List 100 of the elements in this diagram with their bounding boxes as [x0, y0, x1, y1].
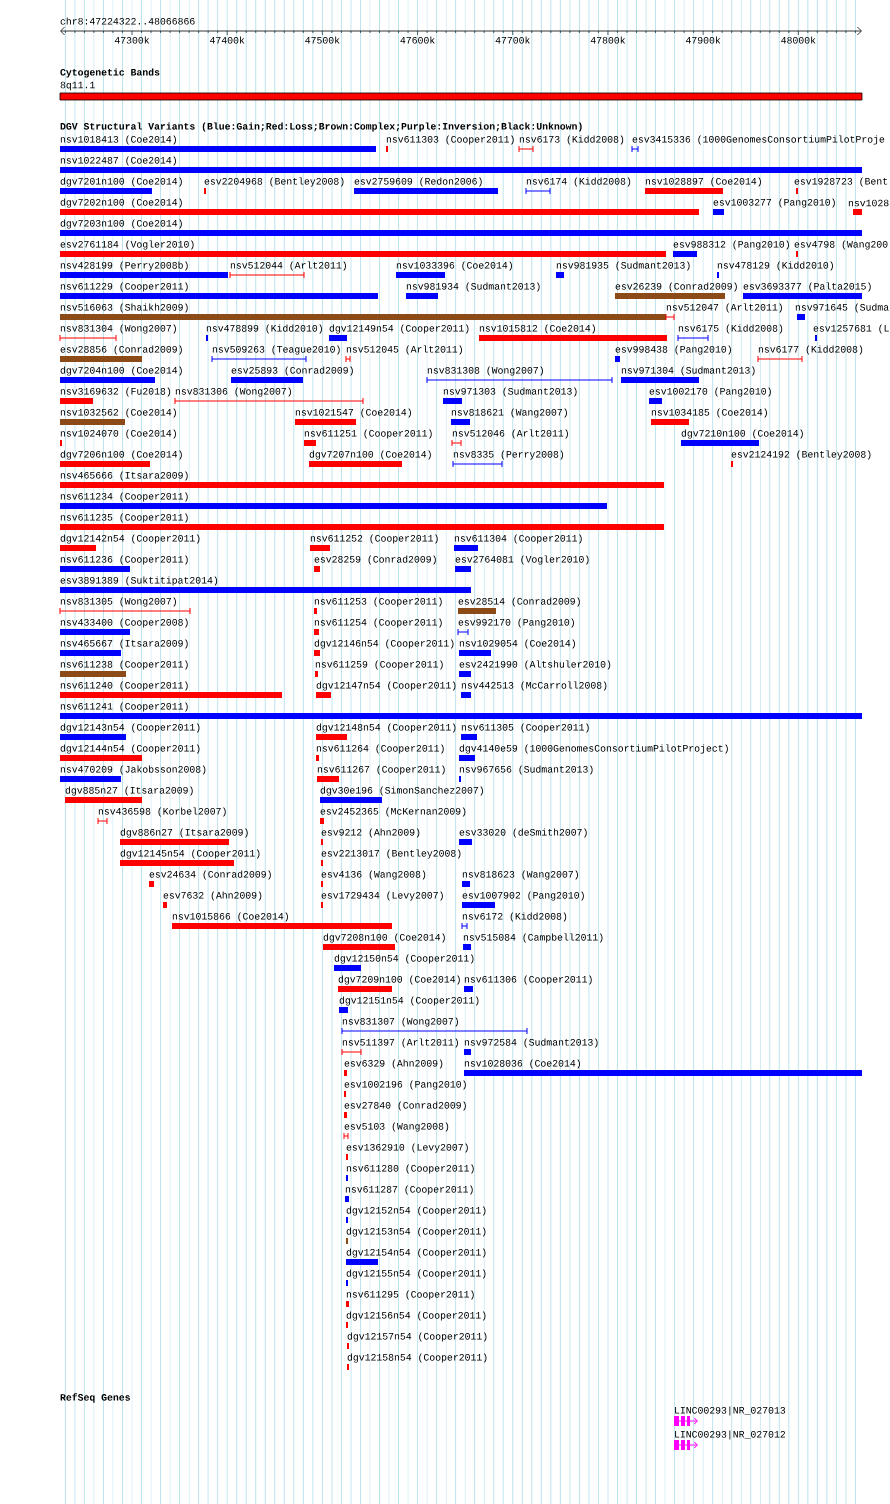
node-label: nsv1015812 (Coe2014) — [479, 324, 595, 334]
node-label: LINC00293|NR_027012 — [675, 1430, 786, 1440]
node-label: nsv967656 (Sudmant2013) — [459, 765, 593, 775]
variant-feature: esv2452365 (McKernan2009) — [320, 807, 466, 824]
node-label: nsv981934 (Sudmant2013) — [406, 282, 540, 292]
node-label: nsv1028036 (Coe2014) — [464, 1059, 580, 1069]
variant-feature: esv1928723 (Bent — [794, 177, 888, 194]
node-label: nsv470209 (Jakobsson2008) — [60, 765, 206, 775]
variant-feature: esv2213017 (Bentley2008) — [321, 849, 461, 866]
node-label: nsv516063 (Shaikh2009) — [60, 303, 188, 313]
node-label: esv1002196 (Pang2010) — [344, 1080, 466, 1090]
tick-label: 47600k — [400, 36, 435, 44]
variant-feature: nsv1029054 (Coe2014) — [459, 639, 575, 656]
variant-feature: esv5103 (Wang2008) — [343, 1122, 449, 1140]
node-label: esv1362910 (Levy2007) — [346, 1143, 468, 1153]
tick-label: 48000k — [781, 36, 816, 44]
variant-feature: nsv611252 (Cooper2011) — [310, 534, 438, 551]
node-label: esv33020 (deSmith2007) — [459, 828, 587, 838]
node-label: nsv1018413 (Coe2014) — [60, 135, 176, 145]
position-title: chr8:47224322..48066866 — [60, 17, 195, 25]
variant-feature: esv2204968 (Bentley2008) — [204, 177, 344, 194]
node-label: esv25893 (Conrad2009) — [231, 366, 353, 376]
variant-feature: dgv12146n54 (Cooper2011) — [314, 639, 454, 656]
variant-feature: nsv1028036 (Coe2014) — [464, 1059, 862, 1076]
node-label: esv1928723 (Bent — [794, 177, 888, 187]
node-label: nsv971303 (Sudmant2013) — [443, 387, 577, 397]
variant-feature: esv33020 (deSmith2007) — [459, 828, 587, 845]
node-label: dgv12154n54 (Cooper2011) — [346, 1248, 486, 1258]
variant-feature: dgv7202n100 (Coe2014) — [60, 198, 699, 215]
variant-feature: nsv611251 (Cooper2011) — [304, 429, 432, 446]
node-label: esv2421990 (Altshuler2010) — [459, 660, 611, 670]
variant-feature: nsv1018413 (Coe2014) — [60, 135, 376, 152]
variant-feature: nsv512044 (Arlt2011) — [229, 261, 346, 279]
node-label: dgv7210n100 (Coe2014) — [681, 429, 803, 439]
variant-feature: esv1007902 (Pang2010) — [462, 891, 584, 908]
variant-feature: nsv478899 (Kidd2010) — [206, 324, 322, 341]
node-label: esv3693377 (Palta2015) — [743, 282, 871, 292]
variant-feature: dgv12156n54 (Cooper2011) — [346, 1311, 486, 1328]
node-label: nsv611287 (Cooper2011) — [345, 1185, 473, 1195]
node-label: nsv611295 (Cooper2011) — [346, 1290, 474, 1300]
variant-feature: nsv6173 (Kidd2008) — [518, 135, 624, 153]
variant-feature: nsv8335 (Perry2008) — [452, 450, 564, 468]
node-label: nsv611304 (Cooper2011) — [454, 534, 582, 544]
node-label: esv2124192 (Bentley2008) — [731, 450, 871, 460]
variant-feature: dgv12154n54 (Cooper2011) — [346, 1248, 486, 1265]
variant-feature: nsv611229 (Cooper2011) — [60, 282, 378, 299]
node-label: nsv1029054 (Coe2014) — [459, 639, 575, 649]
node-label: nsv1022487 (Coe2014) — [60, 156, 176, 166]
node-label: nsv1032562 (Coe2014) — [60, 408, 176, 418]
variant-feature: esv2759609 (Redon2006) — [354, 177, 498, 194]
node-label: nsv611241 (Cooper2011) — [60, 702, 188, 712]
node-label: nsv818623 (Wang2007) — [462, 870, 578, 880]
variant-feature: nsv436598 (Korbel2007) — [97, 807, 226, 825]
variant-feature: nsv515084 (Campbell2011) — [463, 933, 603, 950]
variant-feature: nsv1032562 (Coe2014) — [60, 408, 176, 425]
node-label: nsv611236 (Cooper2011) — [60, 555, 188, 565]
variant-feature: esv26239 (Conrad2009) — [615, 282, 737, 299]
tick-label: 47800k — [590, 36, 626, 44]
node-label: dgv12151n54 (Cooper2011) — [339, 996, 479, 1006]
variant-feature: nsv611280 (Cooper2011) — [346, 1164, 474, 1181]
node-label: nsv1034185 (Coe2014) — [651, 408, 767, 418]
variant-feature: nsv1015866 (Coe2014) — [172, 912, 392, 929]
tick-label: 47300k — [114, 36, 150, 44]
variant-feature: nsv972584 (Sudmant2013) — [464, 1038, 598, 1055]
variant-feature: nsv6174 (Kidd2008) — [525, 177, 631, 195]
variant-feature: esv7632 (Ahn2009) — [163, 891, 262, 908]
node-label: esv7632 (Ahn2009) — [163, 891, 262, 901]
variant-feature: nsv611305 (Cooper2011) — [461, 723, 589, 740]
variant-feature: dgv7203n100 (Coe2014) — [60, 219, 862, 236]
variant-feature: esv4136 (Wang2008) — [321, 870, 426, 887]
variant-feature: dgv12158n54 (Cooper2011) — [347, 1353, 487, 1370]
tick-label: 47400k — [210, 36, 245, 44]
node-label: dgv12155n54 (Cooper2011) — [346, 1269, 486, 1279]
node-label: dgv12157n54 (Cooper2011) — [347, 1332, 487, 1342]
tick-label: 47700k — [495, 36, 530, 44]
node-label: nsv611238 (Cooper2011) — [60, 660, 188, 670]
node-label: nsv611251 (Cooper2011) — [304, 429, 432, 439]
variant-feature: nsv3169632 (Fu2018) — [60, 387, 171, 404]
node-label: esv28514 (Conrad2009) — [458, 597, 580, 607]
node-label: esv1002170 (Pang2010) — [649, 387, 771, 397]
variant-feature: dgv12153n54 (Cooper2011) — [346, 1227, 486, 1244]
node-label: esv4798 (Wang200 — [794, 240, 888, 250]
cytoband: 8q11.1 — [59, 81, 863, 101]
node-label: nsv442513 (McCarroll2008) — [461, 681, 607, 691]
node-label: nsv478129 (Kidd2010) — [717, 261, 833, 271]
node-label: nsv611240 (Cooper2011) — [60, 681, 188, 691]
variant-feature: dgv12150n54 (Cooper2011) — [334, 954, 474, 971]
variant-feature: esv28856 (Conrad2009) — [60, 345, 182, 362]
node-label: nsv1028897 (Coe2014) — [645, 177, 761, 187]
variant-feature: nsv465667 (Itsara2009) — [60, 639, 188, 656]
node-label: dgv7206n100 (Coe2014) — [60, 450, 182, 460]
variant-feature: nsv465666 (Itsara2009) — [60, 471, 664, 488]
node-label: dgv12145n54 (Cooper2011) — [120, 849, 260, 859]
variant-feature: nsv611240 (Cooper2011) — [60, 681, 282, 698]
variant-feature: esv3693377 (Palta2015) — [743, 282, 871, 299]
variant-feature: nsv611254 (Cooper2011) — [314, 618, 442, 635]
variant-feature: dgv12148n54 (Cooper2011) — [316, 723, 456, 740]
variant-feature: nsv512045 (Arlt2011) — [345, 345, 462, 363]
node-label: dgv12143n54 (Cooper2011) — [60, 723, 200, 733]
variant-feature: dgv12152n54 (Cooper2011) — [346, 1206, 486, 1223]
